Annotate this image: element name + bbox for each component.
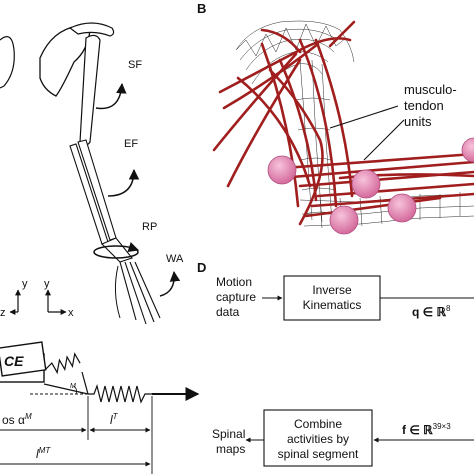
combine-activities-box: [263, 409, 373, 467]
musculo-label-line1: musculo-: [404, 82, 457, 97]
finger-bones: [119, 261, 161, 325]
ef-rotation-arrow: [107, 168, 140, 197]
ce-to-tendon-line: [43, 383, 89, 395]
via-node: [461, 137, 474, 163]
ik-line1: Inverse: [312, 283, 352, 297]
panel-d-letter: D: [197, 260, 206, 275]
motion-capture-line2: capture: [216, 290, 256, 304]
clavicle-outline: [68, 22, 115, 37]
left-z-label: z: [0, 307, 6, 319]
wa-label: WA: [166, 253, 184, 265]
parallel-spring: [44, 352, 81, 375]
rp-label: RP: [142, 221, 157, 233]
combine-line2: activities by: [287, 432, 349, 446]
sf-rotation-arrow: [95, 82, 127, 110]
via-node: [267, 155, 297, 185]
right-y-label: y: [44, 278, 50, 290]
spring-to-tendon-line: [81, 371, 89, 395]
lmt-label: lMT: [36, 446, 51, 461]
thumb-outline: [114, 265, 121, 319]
f-input-label: f ∈ ℝ39×3: [402, 422, 451, 437]
rp-rotation-arrow: [127, 242, 139, 252]
motion-capture-line3: data: [216, 305, 240, 319]
wrist-outline: [101, 237, 133, 263]
spinal-maps-line1: Spinal: [212, 427, 245, 441]
combine-line3: spinal segment: [278, 447, 359, 461]
ce-label: CE: [4, 353, 24, 369]
spinal-maps-line2: maps: [216, 442, 245, 456]
q-output-label: q ∈ ℝ8: [412, 304, 451, 319]
sf-label: SF: [128, 59, 142, 71]
ce-box: [0, 341, 47, 377]
via-node: [329, 205, 359, 235]
panel-b-model: B: [197, 1, 474, 235]
label-leader-line: [363, 119, 405, 161]
combine-line1: Combine: [294, 417, 342, 431]
left-y-label: y: [22, 278, 28, 290]
ef-label: EF: [124, 138, 138, 150]
panel-b-letter: B: [197, 1, 206, 16]
cos-alpha-label: os αM: [2, 412, 32, 427]
wa-rotation-arrow: [159, 270, 181, 297]
lt-label: lT: [110, 412, 119, 427]
scapula-outline: [39, 25, 91, 97]
dimension-ticks: [87, 396, 153, 474]
via-point-nodes: [267, 137, 474, 235]
ik-line2: Kinematics: [303, 298, 362, 312]
label-leader-line: [329, 105, 399, 129]
panel-a-arm: SF EF RP WA y z y x: [0, 22, 184, 325]
panel-c-hill-model: CE M os αM lT lMT: [0, 341, 200, 474]
motion-capture-line1: Motion: [216, 275, 252, 289]
panel-d-pipeline: D Motion capture data Inverse Kinematics…: [197, 260, 474, 467]
musculo-label-line3: units: [404, 114, 432, 129]
rp-rotation-ellipse: [93, 245, 139, 259]
musculo-label-line2: tendon: [404, 98, 444, 113]
tendon-spring: [88, 383, 152, 404]
via-node: [387, 193, 417, 223]
partial-shoulder-outline: [0, 36, 15, 89]
via-node: [351, 169, 381, 199]
pennation-angle-arc: [73, 385, 78, 395]
right-x-label: x: [68, 307, 74, 319]
small-m-label: M: [70, 383, 76, 390]
